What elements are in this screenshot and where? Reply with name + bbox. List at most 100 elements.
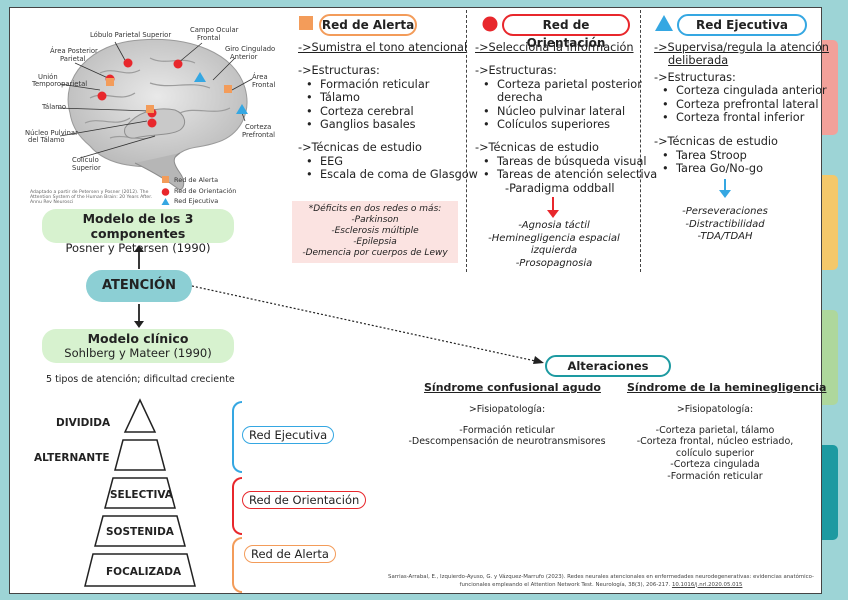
brain-label-talamo: Tálamo	[42, 103, 67, 111]
pyramid-level-selectiva: SELECTIVA	[110, 489, 173, 501]
ejecutiva-header[interactable]: Red Ejecutiva	[677, 14, 807, 36]
dotted-connector	[191, 285, 544, 364]
list-item: -Paradigma oddball	[505, 181, 615, 195]
orientacion-desc: ->Selecciona la información	[475, 41, 634, 54]
brain-label-parietal: Parietal	[60, 55, 86, 63]
list-item: Tareas de búsqueda visual	[475, 155, 657, 168]
alteraciones-header[interactable]: Alteraciones	[545, 355, 671, 377]
brace-label-orientacion[interactable]: Red de Orientación	[242, 491, 367, 509]
brain-label-union: Unión	[38, 73, 58, 81]
arrow-down-icon	[547, 197, 559, 218]
list-item: Tareas de atención selectiva	[475, 168, 657, 181]
list-item: -Corteza cingulada	[670, 459, 760, 470]
list-item: derecha	[497, 91, 543, 105]
tab-teal[interactable]	[820, 445, 838, 540]
modelo-clinico-box[interactable]: Modelo clínico Sohlberg y Mateer (1990)	[42, 329, 234, 363]
list-item: Colículos superiores	[475, 118, 657, 131]
list-item: colículo superior	[675, 447, 755, 459]
list-item: Tarea Stroop	[654, 149, 829, 162]
list-item: -Formación reticular	[667, 470, 763, 482]
citation-line-2: funcionales empleando el Attention Netwo…	[459, 581, 672, 588]
list-item: Tarea Go/No-go	[654, 162, 829, 175]
list-item: -Corteza frontal, núcleo estriado,	[636, 436, 794, 447]
ejecutiva-desc: ->Supervisa/regula la atención	[654, 41, 829, 54]
clinico-subtitle: Sohlberg y Mateer (1990)	[64, 346, 212, 360]
alerta-tecnicas-label: ->Técnicas de estudio	[298, 141, 422, 155]
list-item: Corteza prefrontal lateral	[654, 98, 829, 111]
alerta-desc: ->Sumistra el tono atencional	[298, 41, 468, 54]
list-item: Escala de coma de Glasgow	[298, 168, 478, 181]
brain-label-campo-ocular: Campo Ocular	[190, 26, 239, 34]
orientacion-header[interactable]: Red de Orientación	[502, 14, 630, 50]
modelo-3-componentes-box[interactable]: Modelo de los 3 componentes Posner y Pet…	[42, 209, 234, 255]
brain-illustration	[57, 38, 253, 205]
brain-label-frontal: Frontal	[197, 34, 221, 42]
mindmap-sheet: Lóbulo Parietal Superior Campo Ocular Fr…	[9, 7, 829, 594]
ejecutiva-alteraciones: -Perseveraciones -Distractibilidad -TDA/…	[660, 206, 790, 244]
column-divider	[466, 10, 467, 272]
list-item: Corteza frontal inferior	[654, 111, 829, 124]
list-item: Núcleo pulvinar lateral	[475, 105, 657, 118]
list-item: -Prosopagnosia	[515, 257, 593, 269]
brace-label-alerta[interactable]: Red de Alerta	[244, 545, 336, 563]
list-item: -Esclerosis múltiple	[331, 226, 419, 236]
brain-label-coliculo: Colículo	[72, 156, 99, 164]
brain-legend-alerta: Red de Alerta	[174, 176, 219, 184]
list-item: EEG	[298, 155, 478, 168]
brace-label-ejecutiva[interactable]: Red Ejecutiva	[242, 426, 335, 444]
brain-label-prefrontal: Prefrontal	[242, 131, 276, 139]
brain-label-corteza: Corteza	[245, 123, 272, 131]
alerta-header[interactable]: Red de Alerta	[319, 14, 417, 36]
list-item: -Epilepsia	[353, 237, 397, 247]
list-item: Formación reticular	[298, 78, 478, 91]
list-item: Corteza parietal posterior	[475, 78, 657, 91]
list-item: -Perseveraciones	[682, 206, 768, 217]
brain-label-temporoparietal: Temporoparietal	[32, 80, 88, 88]
attention-pyramid	[84, 398, 196, 587]
square-icon	[299, 16, 313, 30]
brain-legend-orientacion: Red de Orientación	[174, 187, 237, 195]
brain-label-anterior: Anterior	[230, 53, 258, 61]
brain-label-area-post: Área Posterior	[50, 47, 98, 55]
list-item: Corteza cingulada anterior	[654, 84, 829, 97]
ejecutiva-desc-2: deliberada	[668, 54, 729, 68]
list-item: -TDA/TDAH	[697, 231, 753, 242]
orientacion-alteraciones: -Agnosia táctil -Heminegligencia espacia…	[465, 220, 643, 270]
list-item: Ganglios basales	[298, 118, 478, 131]
citation-line-1: Sarrias-Arrabal, E., Izquierdo-Ayuso, G.…	[388, 574, 814, 580]
brace-alerta	[232, 537, 242, 593]
alerta-column: ->Sumistra el tono atencional ->Estructu…	[298, 41, 478, 182]
heminegligencia-fisio: >Fisiopatología:	[676, 404, 754, 415]
ejecutiva-estructuras-label: ->Estructuras:	[654, 70, 736, 84]
list-item: -Distractibilidad	[685, 218, 765, 230]
confusional-title: Síndrome confusional agudo	[424, 381, 601, 394]
citation-doi-link[interactable]: 10.1016/j.nrl.2020.05.015	[671, 581, 743, 588]
tab-green[interactable]	[820, 310, 838, 405]
heminegligencia-block: >Fisiopatología: -Corteza parietal, tála…	[620, 404, 810, 482]
atencion-box[interactable]: ATENCIÓN	[86, 270, 192, 302]
confusional-fisio: >Fisiopatología:	[468, 404, 546, 415]
brain-label-superior: Superior	[72, 164, 101, 172]
brain-label-del-talamo: del Tálamo	[28, 136, 65, 144]
confusional-block: >Fisiopatología: -Formación reticular -D…	[392, 404, 622, 448]
circle-icon	[482, 16, 498, 32]
brain-label-nucleo: Núcleo Pulvinar	[25, 129, 78, 137]
arrow-up-icon	[134, 245, 144, 269]
pyramid-level-sostenida: SOSTENIDA	[106, 526, 174, 538]
brace-ejecutiva	[232, 401, 242, 473]
list-item: -Parkinson	[351, 215, 399, 225]
list-item: -Descompensación de neurotransmisores	[408, 436, 606, 447]
tab-yellow[interactable]	[820, 175, 838, 270]
brain-label-area-frontal: Área Frontal	[252, 73, 276, 89]
pyramid-level-focalizada: FOCALIZADA	[106, 566, 182, 578]
brace-orientacion	[232, 477, 242, 535]
deficits-box: *Déficits en dos redes o más: -Parkinson…	[292, 201, 458, 263]
list-item: -Formación reticular	[459, 424, 555, 436]
list-item: -Corteza parietal, tálamo	[655, 424, 775, 436]
list-item: Tálamo	[298, 91, 478, 104]
list-item: -Demencia por cuerpos de Lewy	[302, 248, 448, 258]
alerta-estructuras-label: ->Estructuras:	[298, 64, 380, 78]
triangle-icon	[655, 15, 673, 31]
list-item: -Heminegligencia espacial izquierda	[488, 232, 620, 257]
ejecutiva-tecnicas-label: ->Técnicas de estudio	[654, 135, 778, 149]
